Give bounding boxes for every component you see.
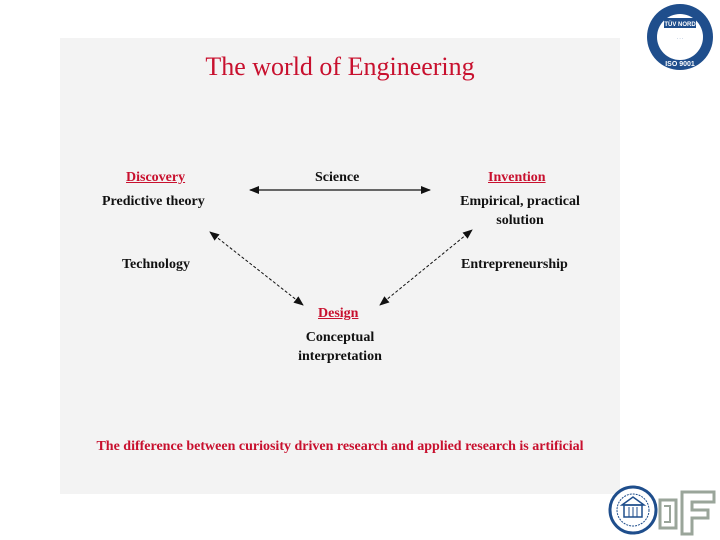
node-invention-sub-line2: solution xyxy=(496,213,544,228)
node-entrepreneurship-label: Entrepreneurship xyxy=(461,257,568,272)
slide-title: The world of Engineering xyxy=(205,52,475,81)
svg-text:· · ·: · · · xyxy=(677,36,683,41)
iso-logo-text: ISO 9001 xyxy=(665,61,695,68)
footer-statement: The difference between curiosity driven … xyxy=(96,439,584,454)
arrow-design-to-discovery xyxy=(209,231,304,306)
tuv-logo-text: TÜV NORD xyxy=(664,21,696,28)
node-science-label: Science xyxy=(315,170,360,185)
node-invention-label: Invention xyxy=(488,170,546,185)
node-discovery-sub: Predictive theory xyxy=(102,194,205,209)
tuv-iso-certification-logo: TÜV NORD · · · ISO 9001 xyxy=(647,4,713,70)
arrow-design-to-invention xyxy=(379,229,473,306)
node-discovery-label: Discovery xyxy=(126,170,186,185)
node-technology-label: Technology xyxy=(122,257,190,272)
slide-panel xyxy=(60,38,620,494)
faculty-f-logo xyxy=(658,490,716,536)
node-invention-sub-line1: Empirical, practical xyxy=(460,194,580,209)
node-design-sub-line1: Conceptual xyxy=(305,330,375,345)
node-design-sub-line2: interpretation xyxy=(298,349,382,364)
node-design-label: Design xyxy=(318,306,359,321)
university-seal-logo xyxy=(608,485,658,535)
